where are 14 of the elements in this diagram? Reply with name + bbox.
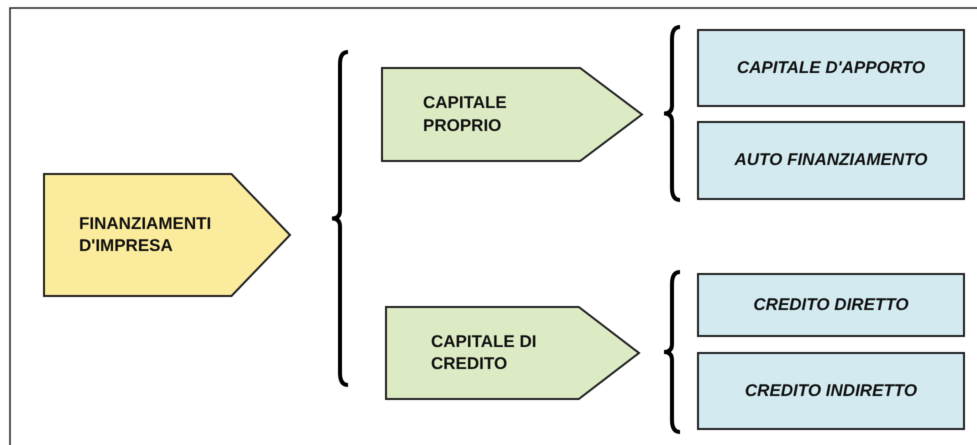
arrow-shape <box>43 173 291 297</box>
category-box <box>697 121 965 200</box>
node-label: CAPITALE PROPRIO <box>423 92 508 136</box>
arrow-shape <box>381 67 643 162</box>
node-label: FINANZIAMENTI D'IMPRESA <box>79 212 212 257</box>
node-label: CAPITALE DI CREDITO <box>431 330 538 375</box>
node-label: CREDITO DIRETTO <box>753 294 909 316</box>
category-box <box>697 352 965 430</box>
category-box <box>697 29 965 107</box>
category-box <box>697 273 965 337</box>
node-label: CREDITO INDIRETTO <box>744 380 918 402</box>
node-label: AUTO FINANZIAMENTO <box>734 149 928 172</box>
node-label: CAPITALE D'APPORTO <box>736 56 926 79</box>
arrow-shape <box>385 306 640 400</box>
